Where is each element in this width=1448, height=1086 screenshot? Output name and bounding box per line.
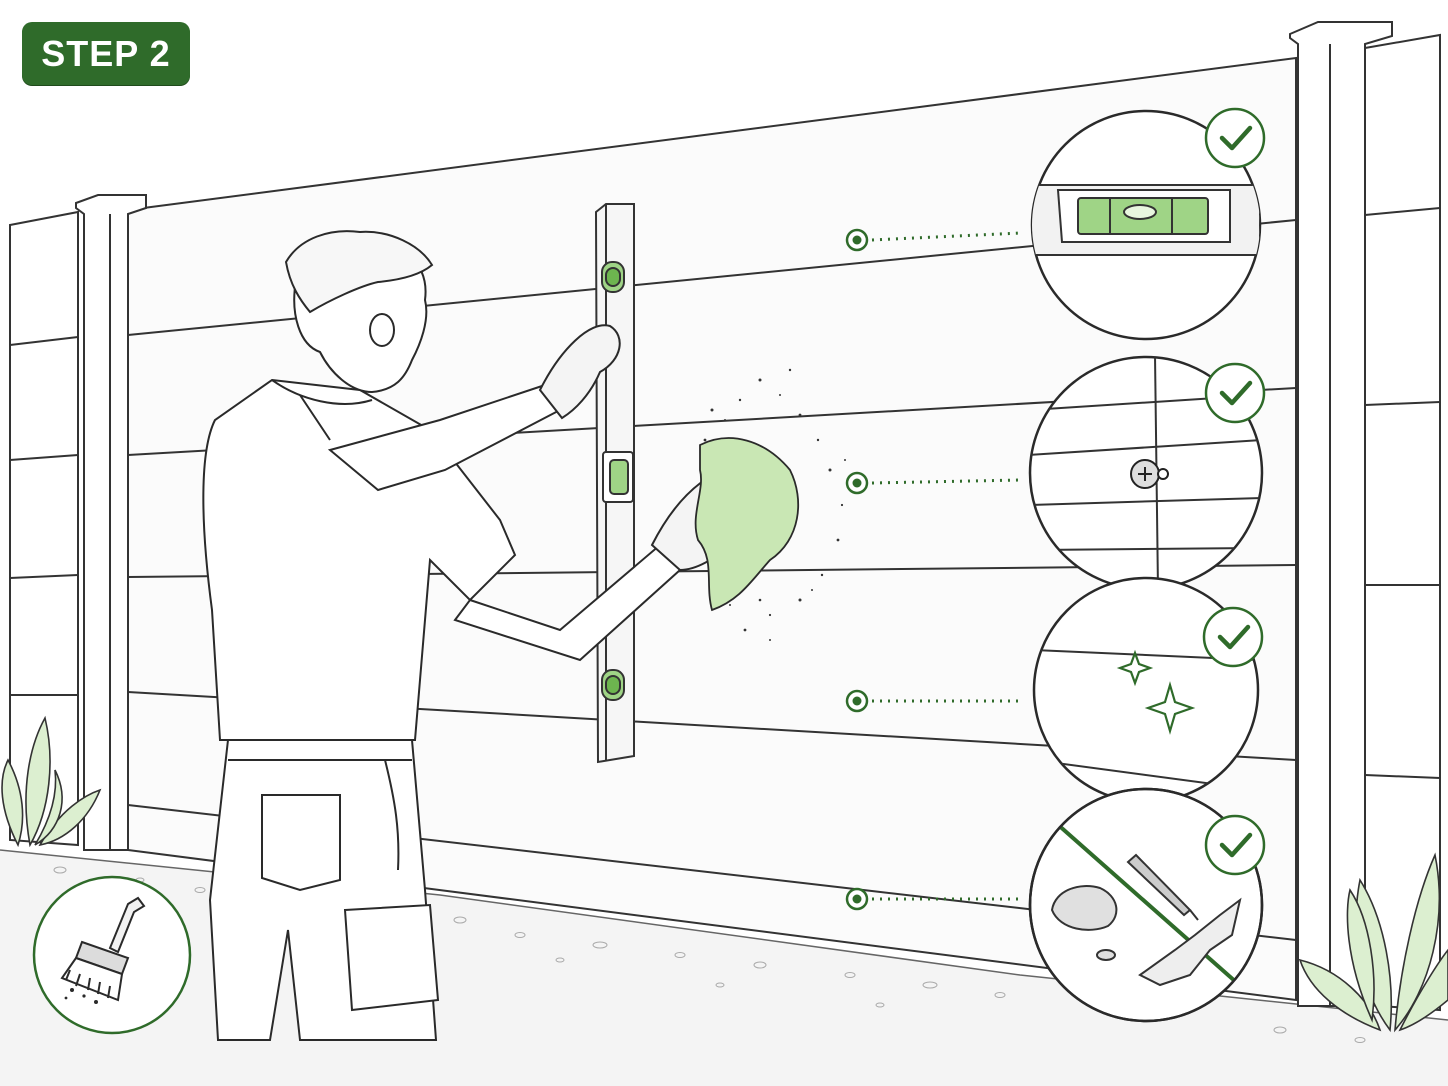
fence-right-segment (1364, 33, 1441, 1012)
check-icon (1204, 362, 1266, 424)
detail-level-bubble (1030, 109, 1262, 341)
worker-figure (202, 230, 762, 1041)
step-badge: STEP 2 (22, 22, 190, 85)
plant-right (1298, 852, 1448, 1033)
fence-post-left (75, 194, 147, 851)
check-icon (1204, 107, 1266, 169)
broom-icon (32, 875, 192, 1035)
check-icon (1204, 814, 1266, 876)
cleaning-rag (694, 437, 800, 612)
dust-particles (703, 368, 846, 641)
leader-dots (845, 228, 869, 911)
sparkle-icon (1116, 649, 1196, 735)
leader-lines (871, 231, 1021, 901)
fence-left-segment (9, 210, 79, 847)
detail-debris (1028, 787, 1264, 1023)
plant-left (1, 715, 102, 848)
leader-dot-centers (852, 235, 862, 904)
fence-post-right (1289, 21, 1393, 1007)
screw-icon (1130, 459, 1169, 489)
debris-icon (1050, 853, 1242, 987)
spirit-level-tool (594, 203, 635, 764)
check-icon (1202, 606, 1264, 668)
